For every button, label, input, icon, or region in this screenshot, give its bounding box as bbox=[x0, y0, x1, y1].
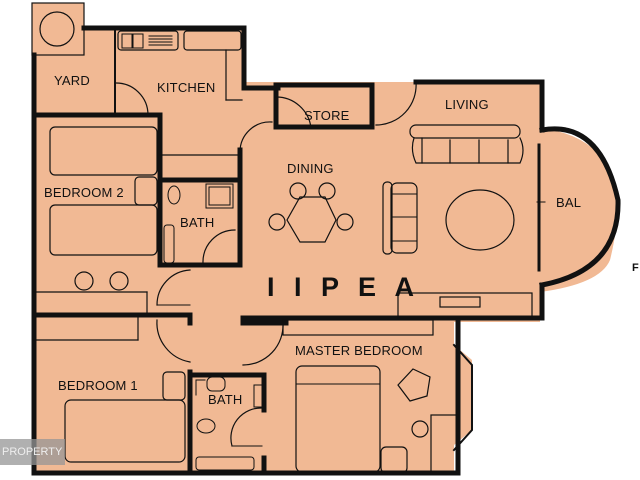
room-label-bedroom-2: BEDROOM 2 bbox=[44, 185, 124, 200]
watermark: PROPERTY bbox=[0, 439, 65, 465]
room-label-store: STORE bbox=[304, 108, 350, 123]
room-label-bedroom-1: BEDROOM 1 bbox=[58, 378, 138, 393]
room-label-kitchen: KITCHEN bbox=[157, 80, 216, 95]
room-label-bath-1: BATH bbox=[208, 392, 243, 407]
room-label-bath-2: BATH bbox=[180, 215, 215, 230]
room-label-dining: DINING bbox=[287, 161, 334, 176]
room-label-living: LIVING bbox=[445, 97, 489, 112]
room-label-balcony: BAL bbox=[556, 195, 582, 210]
plan-title: I I P E A bbox=[267, 272, 421, 302]
room-label-master-bedroom: MASTER BEDROOM bbox=[295, 343, 423, 358]
edge-text: F bbox=[632, 262, 639, 274]
room-label-yard: YARD bbox=[54, 73, 90, 88]
